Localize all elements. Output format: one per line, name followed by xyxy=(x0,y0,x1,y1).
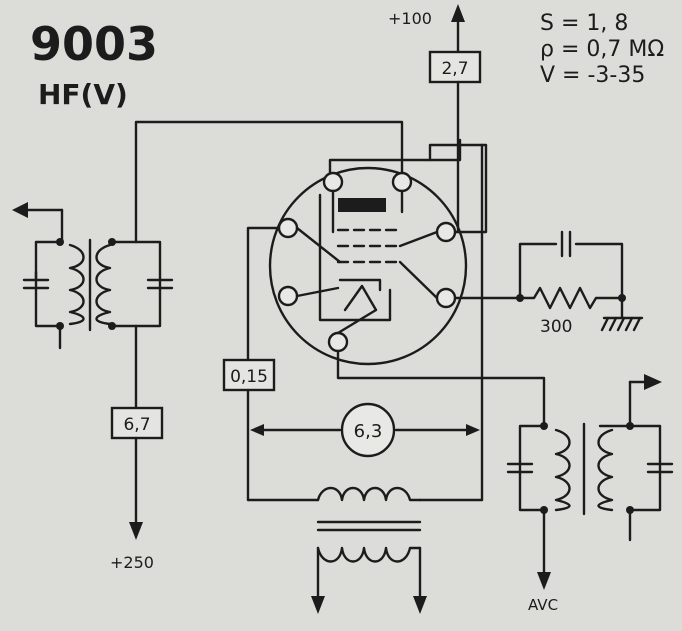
right-arrow-icon xyxy=(466,424,480,436)
spec-grid-voltage: V = -3-35 xyxy=(540,63,645,88)
input-arrow-icon xyxy=(12,202,28,218)
coil-icon xyxy=(68,243,85,326)
vacuum-tube xyxy=(268,138,468,366)
spec-transconductance: S = 1, 8 xyxy=(540,11,628,36)
down-arrow-icon xyxy=(129,522,143,540)
tube-pin xyxy=(435,221,457,243)
heater-resistor-value: 0,15 xyxy=(230,367,268,387)
left-arrow-icon xyxy=(250,424,264,436)
coil-icon xyxy=(316,486,422,502)
screen-supply-branch: 6,7 +250 xyxy=(110,324,164,572)
coil-icon xyxy=(316,546,422,563)
tube-pin xyxy=(322,171,344,193)
tube-pin xyxy=(327,331,349,353)
left-resistor-value: 6,7 xyxy=(123,415,150,435)
tube-plate xyxy=(338,198,386,212)
coil-icon xyxy=(554,428,571,512)
cathode-resistor-value: 300 xyxy=(540,317,572,337)
tube-type: HF(V) xyxy=(38,78,128,111)
resistor-icon xyxy=(518,286,624,310)
tube-pin xyxy=(277,217,299,239)
left-resistor-box xyxy=(110,406,164,440)
heater-resistor-box xyxy=(222,358,276,392)
tube-number: 9003 xyxy=(30,17,158,71)
heater-voltage-value: 6,3 xyxy=(354,421,383,442)
tube-heater xyxy=(343,284,378,312)
plate-resistor-value: 2,7 xyxy=(441,59,468,79)
plate-resistor-box xyxy=(428,50,482,84)
heater-transformer xyxy=(311,486,427,614)
tube-grids xyxy=(336,228,402,264)
heater-circuit: 0,15 6,3 xyxy=(222,143,484,502)
output-transformer: AVC xyxy=(506,374,674,614)
screen-wire xyxy=(134,120,404,244)
tube-pin xyxy=(277,285,299,307)
avc-label: AVC xyxy=(528,596,558,614)
tube-envelope xyxy=(268,166,468,366)
coil-icon xyxy=(597,428,614,512)
heater-voltage-circle xyxy=(340,402,396,458)
tube-cathode xyxy=(338,278,382,292)
plate-supply-label: +100 xyxy=(388,9,432,28)
down-arrow-icon xyxy=(537,572,551,590)
up-arrow-icon xyxy=(451,4,465,22)
input-transformer xyxy=(12,202,174,350)
screen-supply-label: +250 xyxy=(110,553,154,572)
input-arrow-icon xyxy=(644,374,662,390)
tube-pin xyxy=(391,171,413,193)
spec-plate-resistance: ρ = 0,7 MΩ xyxy=(540,37,664,62)
down-arrow-icon xyxy=(311,596,325,614)
cathode-network: 300 xyxy=(453,230,644,337)
plate-output-wire xyxy=(336,349,546,428)
tube-pin xyxy=(435,287,457,309)
down-arrow-icon xyxy=(413,596,427,614)
coil-icon xyxy=(95,243,112,326)
